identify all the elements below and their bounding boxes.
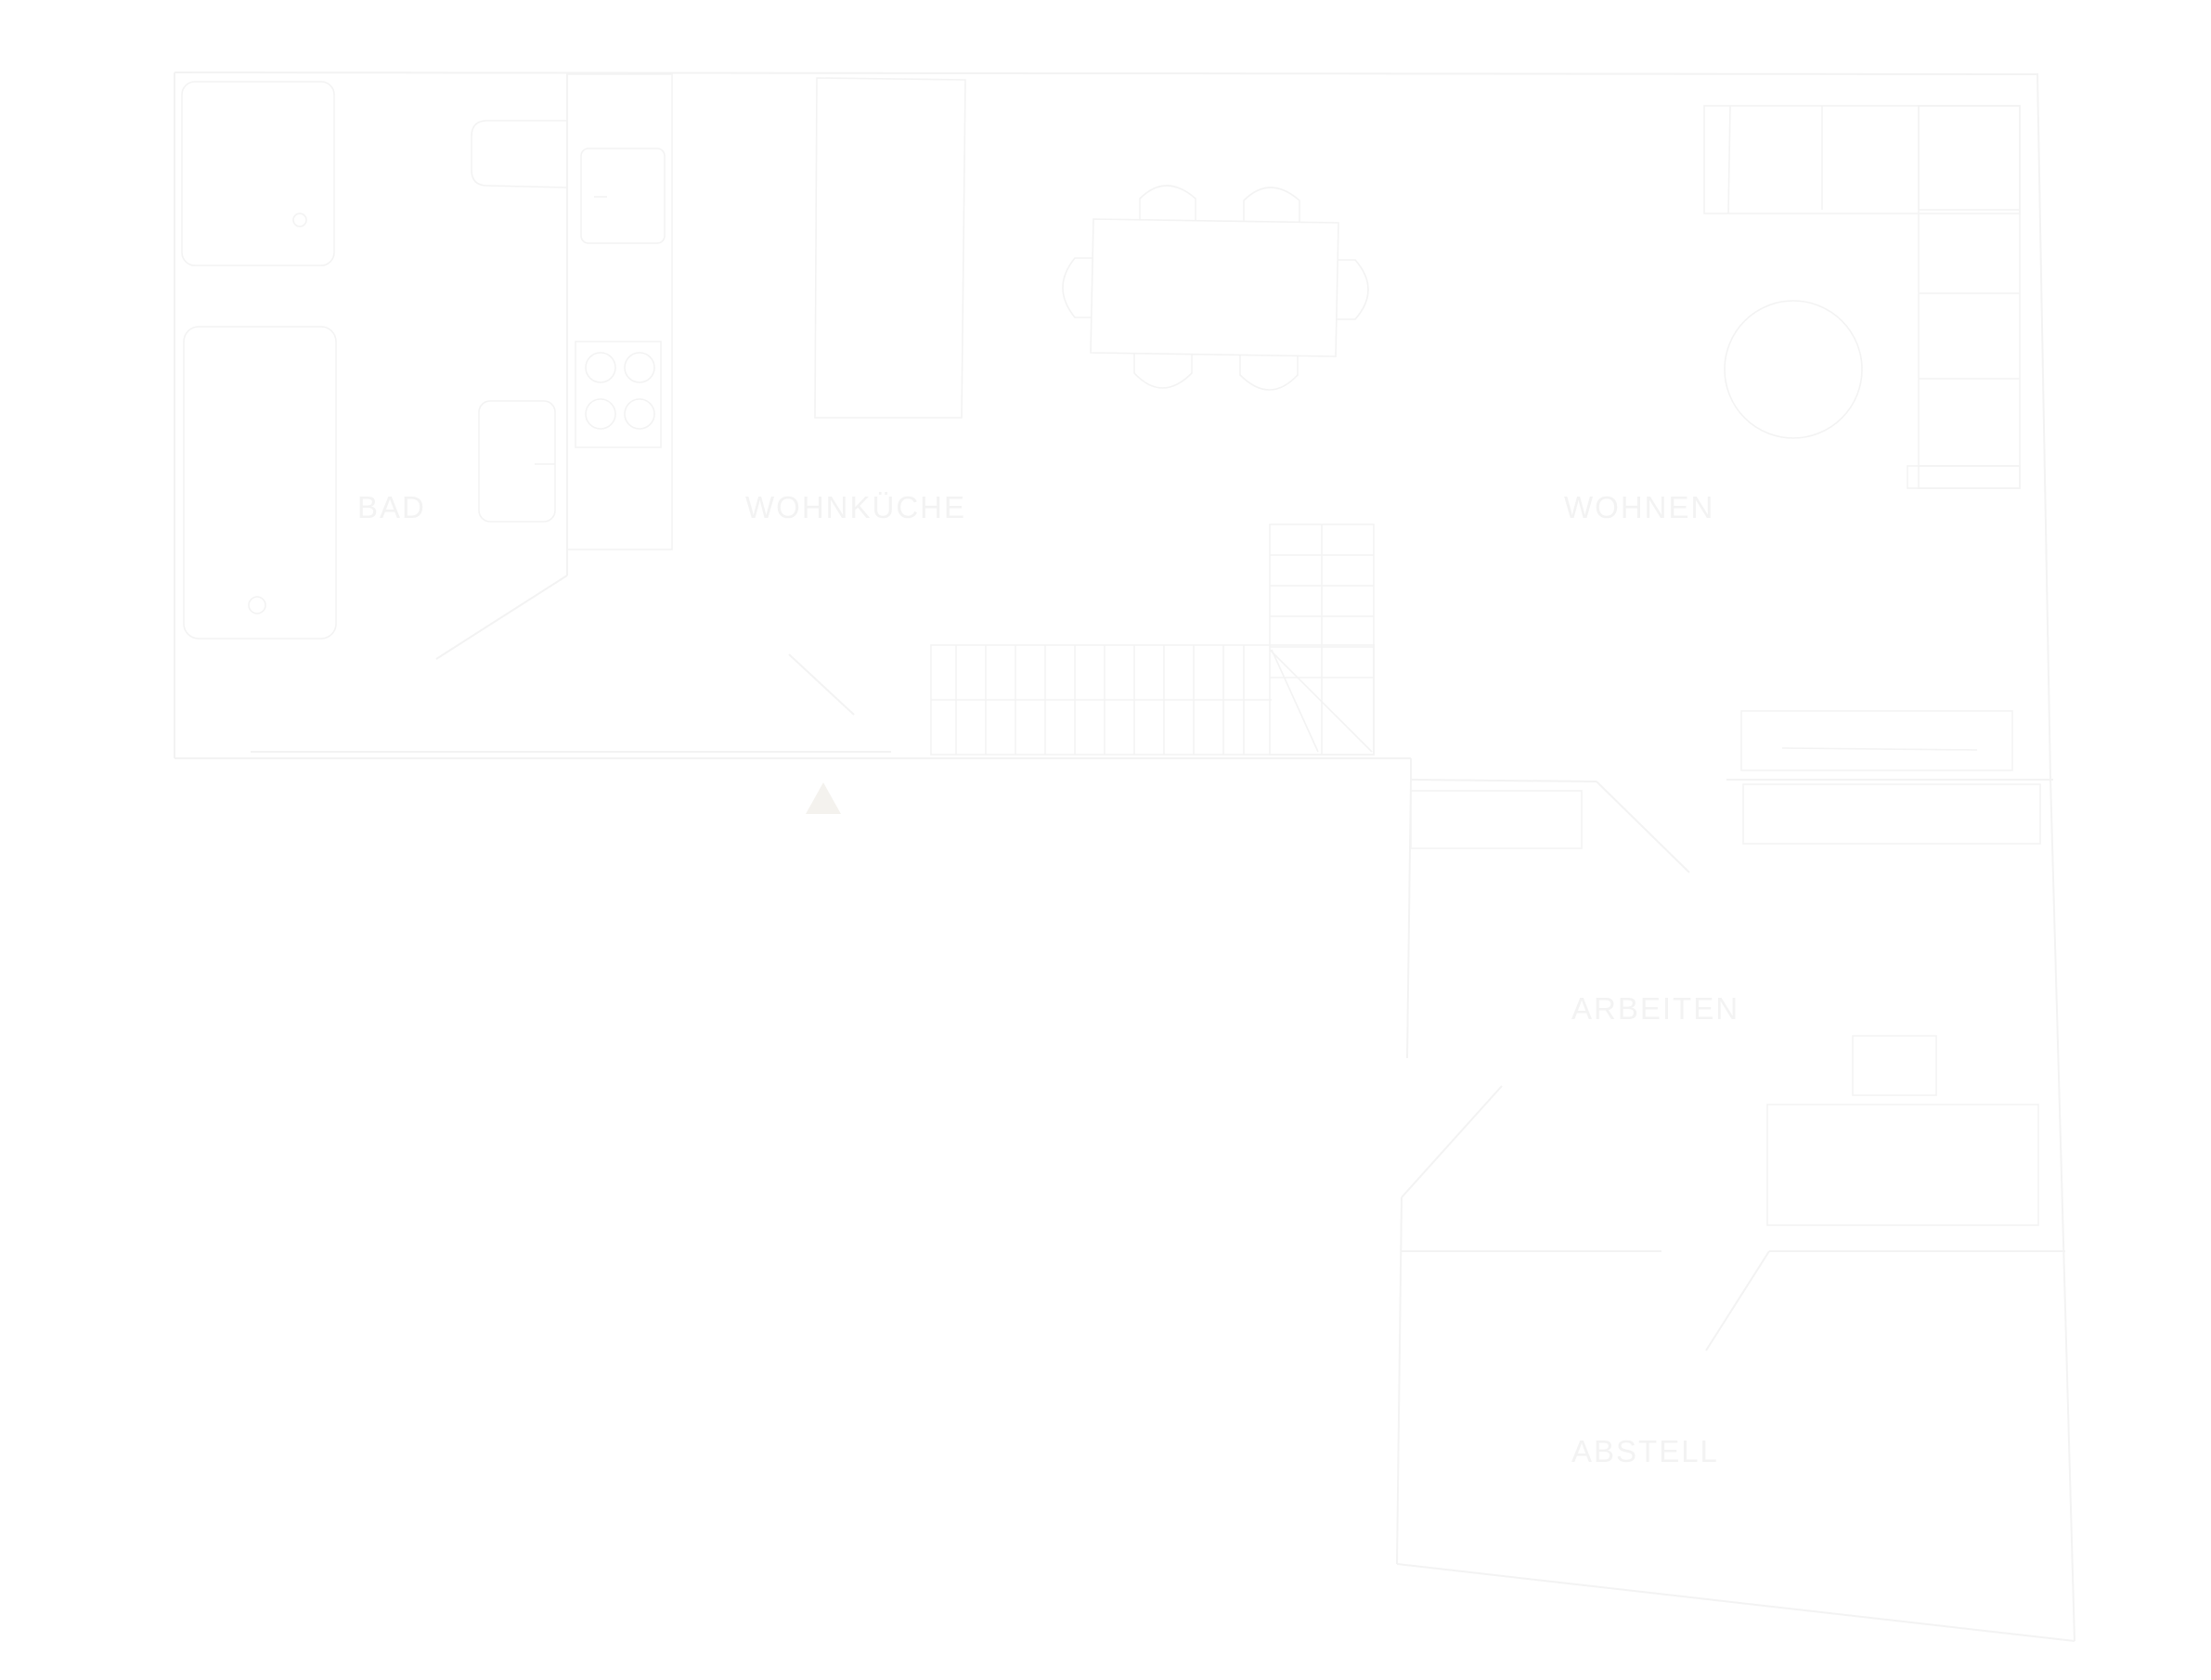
chair [1062, 257, 1093, 318]
sideboard [1740, 710, 2013, 771]
burner [585, 398, 616, 430]
chair [1243, 187, 1300, 223]
kitchen-fixtures [566, 73, 966, 550]
entry-triangle-icon [806, 782, 841, 814]
shower-drain [292, 213, 307, 227]
room-label-abstell: ABSTELL [1571, 1434, 1719, 1468]
sofa-side [1918, 105, 2021, 489]
shelf [1742, 783, 2041, 845]
staircase [930, 523, 1375, 756]
bathtub [183, 326, 337, 640]
desk [1766, 1104, 2039, 1226]
room-label-arbeiten: ARBEITEN [1571, 991, 1739, 1026]
cooktop [575, 341, 662, 448]
burner [624, 352, 655, 383]
kitchen-island [814, 77, 966, 419]
bathtub-drain [248, 596, 266, 614]
toilet [471, 120, 567, 188]
burner [624, 398, 655, 430]
coffee-table [1724, 300, 1863, 439]
dining-set [1062, 185, 1369, 391]
washbasin [478, 400, 556, 523]
bath-fixtures [181, 81, 567, 640]
shower-tray [181, 81, 335, 266]
kitchen-counter [566, 73, 673, 550]
kitchen-sink [580, 148, 666, 244]
chair [1133, 353, 1193, 389]
outer-walls [174, 71, 2075, 1642]
living-fixtures [1703, 105, 2021, 771]
chair [1337, 259, 1369, 320]
room-label-bad: BAD [357, 490, 426, 524]
study-fixtures [1410, 783, 2041, 1226]
dining-table [1090, 218, 1339, 357]
chair [1239, 355, 1299, 391]
sofa-back [1703, 105, 2021, 214]
room-label-wohnkueche: WOHNKÜCHE [745, 490, 966, 524]
room-labels: BAD WOHNKÜCHE WOHNEN ARBEITEN ABSTELL [357, 490, 1739, 1468]
desk-chair [1852, 1035, 1937, 1096]
burner [585, 352, 616, 383]
room-label-wohnen: WOHNEN [1564, 490, 1714, 524]
chair [1139, 185, 1196, 221]
cabinet [1410, 790, 1583, 849]
